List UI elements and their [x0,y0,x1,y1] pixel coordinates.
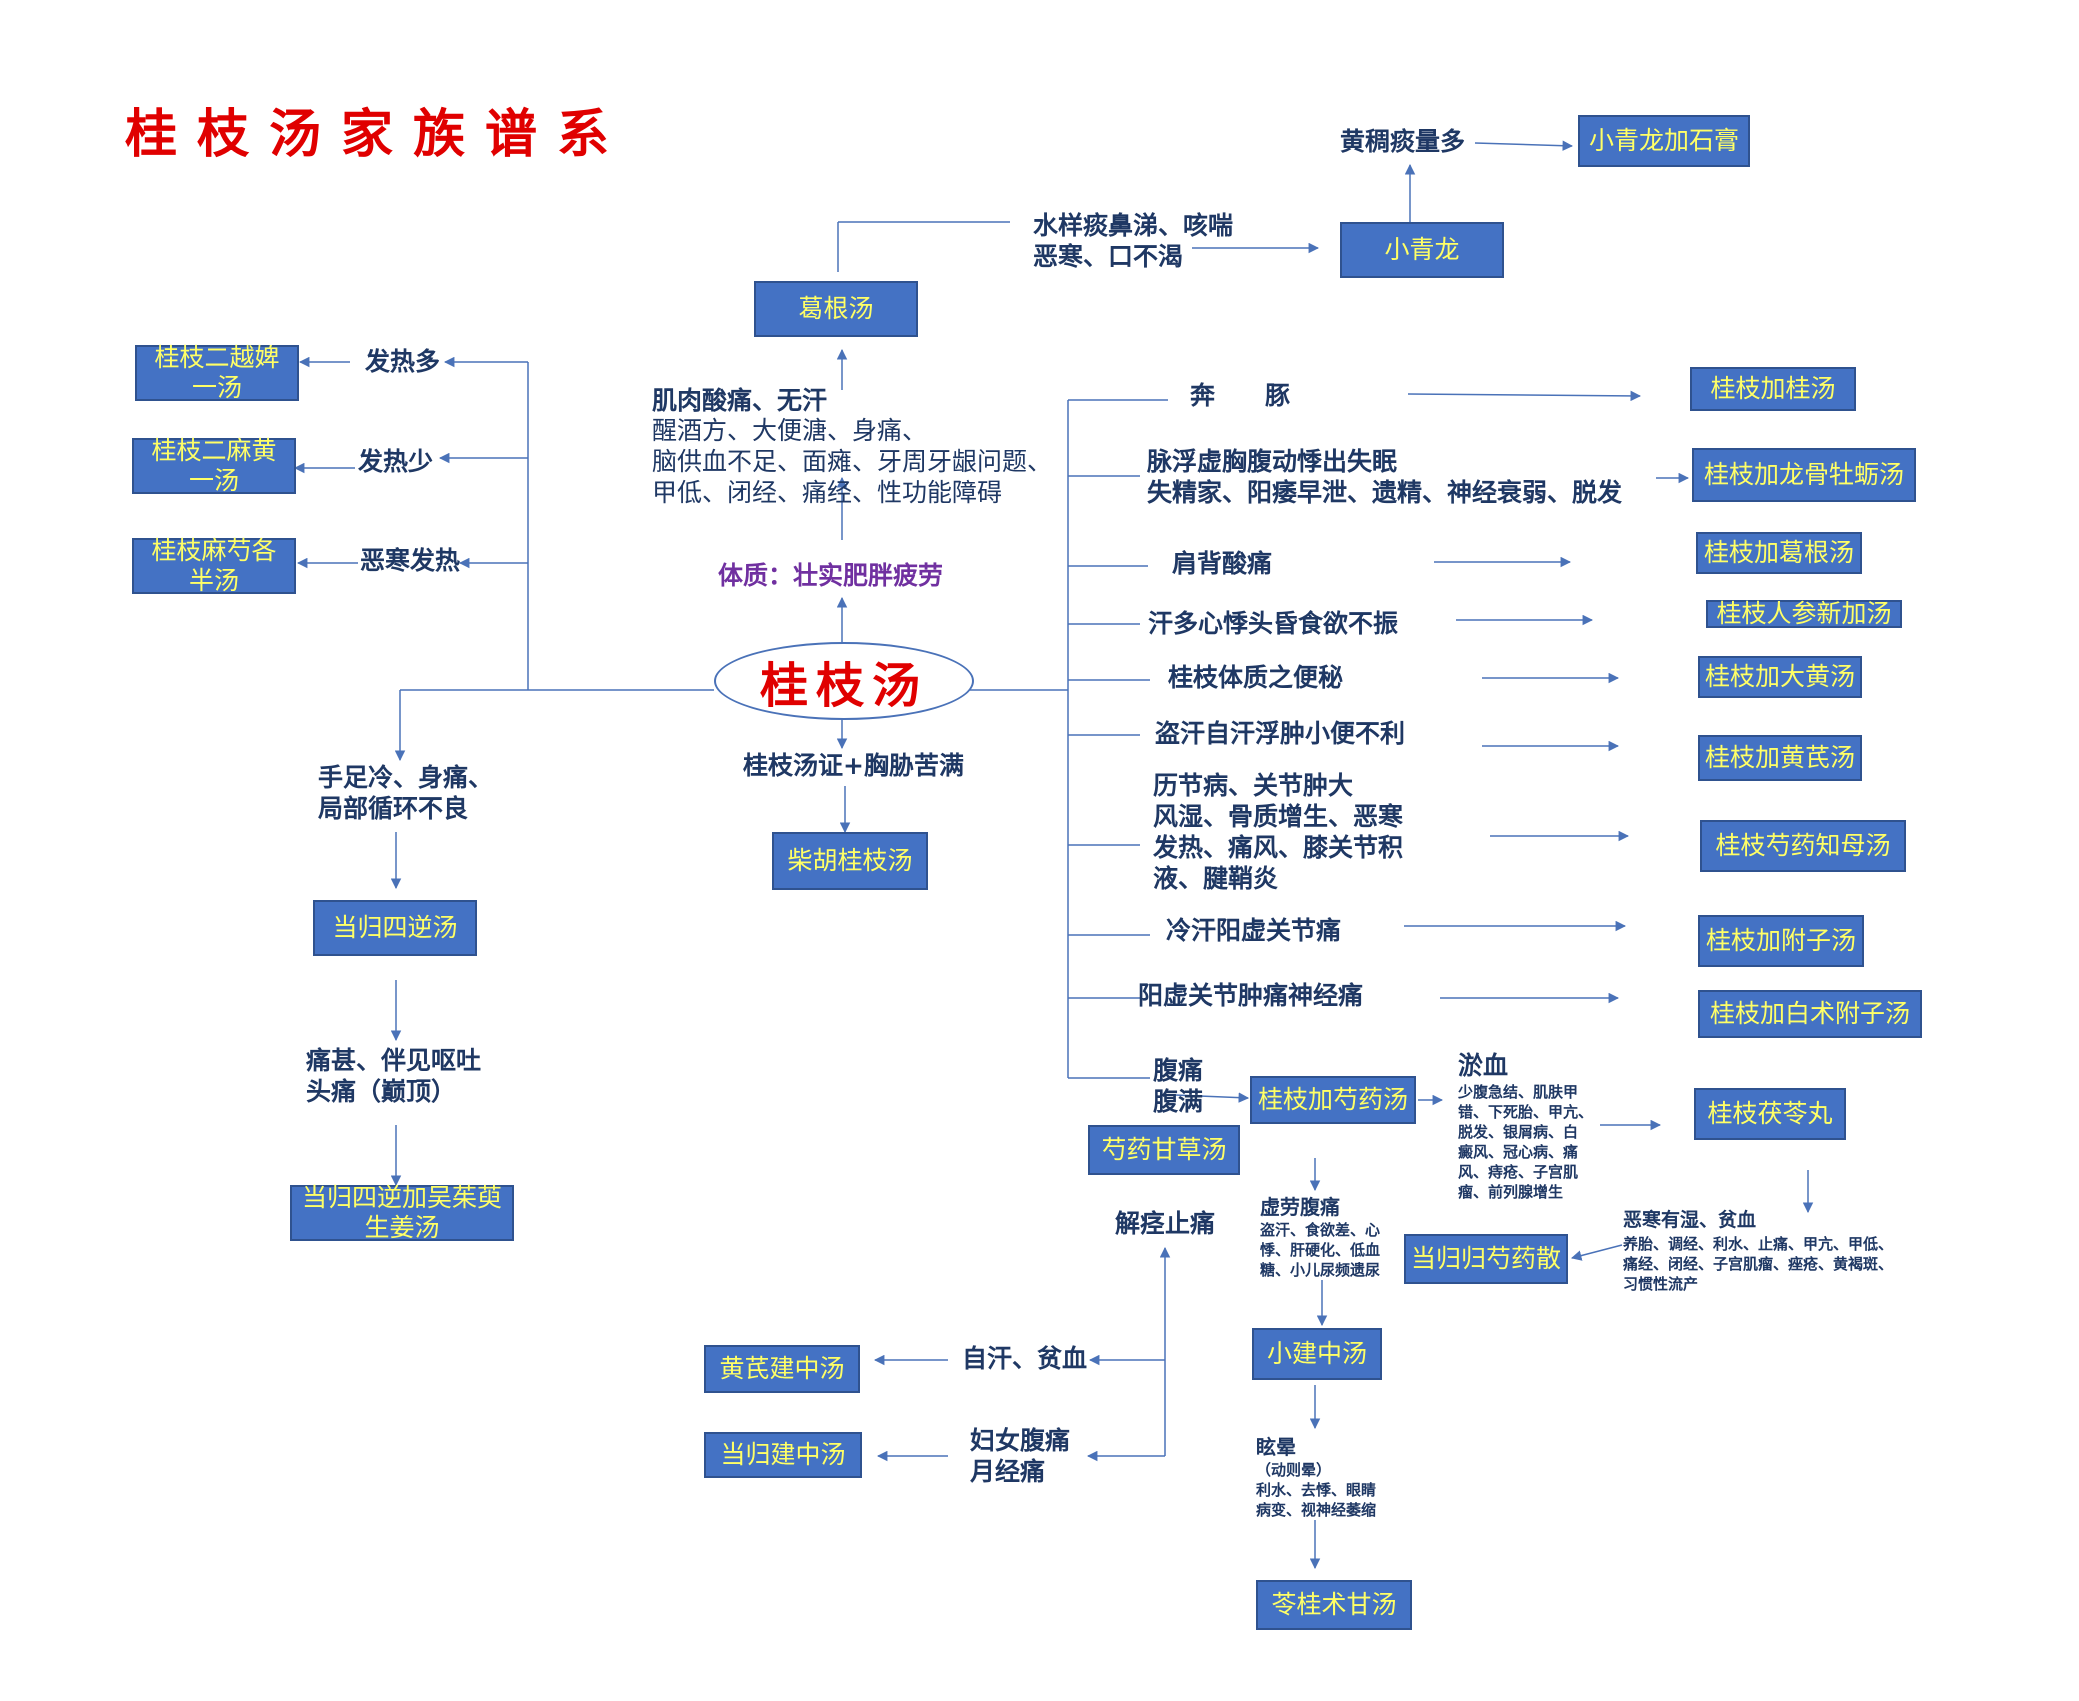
label-wuhan-shi-body: 养胎、调经、利水、止痛、甲亢、甲低、 痛经、闭经、子宫肌瘤、痤疮、黄褐斑、 习惯… [1623,1235,1894,1293]
center-node: 桂枝汤 [714,642,974,720]
label-bianmi: 桂枝体质之便秘 [1168,663,1344,692]
label-yangxu: 阳虚关节肿痛神经痛 [1138,981,1364,1010]
label-wuhan-shi-head: 恶寒有湿、贫血 [1623,1209,1757,1231]
node-baizhu-fuzi: 桂枝加白术附子汤 [1698,990,1922,1038]
label-xulao-body: 盗汗、食欲差、心 悸、肝硬化、低血 糖、小儿尿频遗尿 [1260,1221,1381,1279]
node-danggui-shaoyao: 当归归芍药散 [1404,1234,1568,1284]
label-tongshen: 痛甚、伴见呕吐 头痛（巅顶） [306,1046,482,1106]
node-fuzi: 桂枝加附子汤 [1698,915,1864,967]
node-er-mahuang: 桂枝二麻黄 一汤 [132,436,296,495]
node-huangqi: 桂枝加黄芪汤 [1698,735,1862,781]
label-maifu: 脉浮虚胸腹动悸出失眠 失精家、阳痿早泄、遗精、神经衰弱、脱发 [1147,447,1623,507]
node-linggui: 苓桂术甘汤 [1256,1580,1412,1630]
node-danggui-sini: 当归四逆汤 [313,900,477,956]
label-futong: 腹痛 腹满 [1153,1056,1204,1116]
label-shuiyang: 水样痰鼻涕、咳喘 恶寒、口不渴 [1033,211,1234,271]
label-daohan: 盗汗自汗浮肿小便不利 [1155,719,1406,748]
node-chaihu: 柴胡桂枝汤 [772,832,928,890]
node-gegen: 葛根汤 [754,281,918,337]
label-tizhi: 体质：壮实肥胖疲劳 [718,561,944,590]
node-fuling: 桂枝茯苓丸 [1694,1088,1846,1140]
label-jianbei: 肩背酸痛 [1172,549,1273,578]
label-xuanyun-head: 眩晕 [1256,1435,1296,1459]
label-jirou-head: 肌肉酸痛、无汗 [652,386,828,415]
label-lenghan: 冷汗阳虚关节痛 [1166,916,1342,945]
node-xiaojianzhong: 小建中汤 [1252,1328,1382,1380]
label-yuxue-body: 少腹急结、肌肤甲 错、下死胎、甲亢、 脱发、银屑病、白 癜风、冠心病、痛 风、痔… [1458,1083,1594,1201]
page-title: 桂枝汤家族谱系 [125,104,630,165]
label-handuo: 汗多心悸头昏食欲不振 [1148,609,1399,638]
node-danggui-sini-wuzhuyu: 当归四逆加吴茱萸 生姜汤 [290,1183,514,1242]
node-danggui-jianzhong: 当归建中汤 [704,1432,862,1478]
label-xulao-head: 虚劳腹痛 [1260,1195,1340,1219]
label-wuhan-fare: 恶寒发热 [360,546,461,575]
label-zihan: 自汗、贫血 [962,1344,1088,1373]
label-jirou-body: 醒酒方、大便溏、身痛、 脑供血不足、面瘫、牙周牙龈问题、 甲低、闭经、痛经、性功… [652,416,1053,507]
label-lijie: 历节病、关节肿大 风湿、骨质增生、恶寒 发热、痛风、膝关节积 液、腱鞘炎 [1153,771,1404,893]
node-zhimu: 桂枝芍药知母汤 [1700,820,1906,872]
label-shouzu: 手足冷、身痛、 局部循环不良 [318,763,494,823]
node-huangqi-jianzhong: 黄芪建中汤 [704,1345,860,1393]
label-guizhi-zheng: 桂枝汤证+胸胁苦满 [743,751,964,780]
node-xiaoqinglong-shigao: 小青龙加石膏 [1578,115,1750,167]
label-jiejing: 解痉止痛 [1115,1209,1216,1238]
label-funv: 妇女腹痛 月经痛 [970,1426,1071,1486]
label-bentun: 奔 豚 [1190,381,1291,410]
label-huangchou: 黄稠痰量多 [1340,127,1466,156]
node-jia-gegen: 桂枝加葛根汤 [1696,532,1862,574]
label-fare-duo: 发热多 [365,347,441,376]
node-dahuang: 桂枝加大黄汤 [1698,656,1862,698]
node-shaoyao-gancao: 芍药甘草汤 [1088,1125,1240,1175]
node-mashao: 桂枝麻芍各 半汤 [132,536,296,595]
node-shaoyao: 桂枝加芍药汤 [1250,1076,1416,1124]
node-jiagui: 桂枝加桂汤 [1690,367,1856,411]
node-renshen: 桂枝人参新加汤 [1706,599,1902,628]
label-fare-shao: 发热少 [358,447,434,476]
node-xiaoqinglong: 小青龙 [1340,222,1504,278]
label-xuanyun-body: （动则晕） 利水、去悸、眼睛 病变、视神经萎缩 [1256,1461,1377,1519]
node-er-yuebi: 桂枝二越婢 一汤 [135,343,299,402]
node-longgu: 桂枝加龙骨牡蛎汤 [1692,448,1916,502]
label-yuxue-head: 淤血 [1458,1051,1509,1080]
